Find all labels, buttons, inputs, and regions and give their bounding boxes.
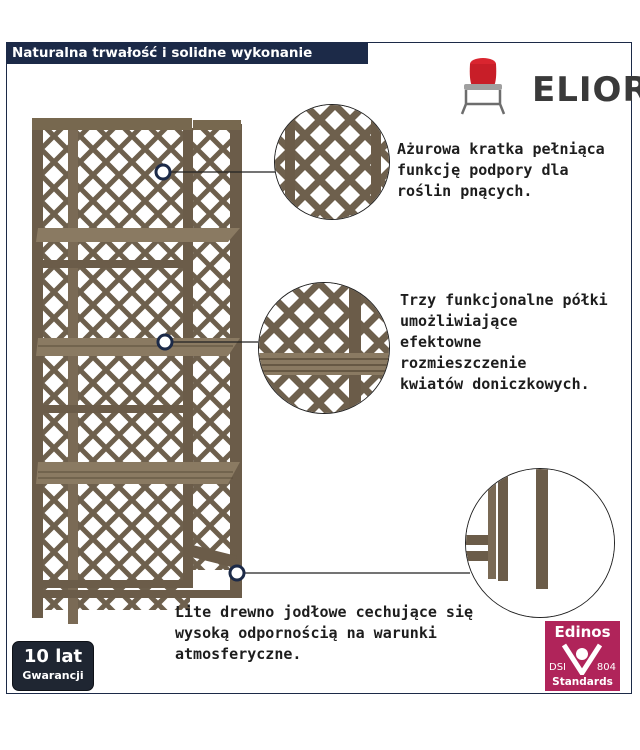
edinos-standards-badge: Edinos DSI 804 Standards — [545, 621, 620, 691]
feature-lattice-text: Ażurowa kratka pełniąca funkcję podpory … — [397, 140, 605, 200]
zoom-lattice — [274, 104, 390, 220]
zoom-wood — [465, 468, 615, 618]
chair-icon — [460, 58, 506, 115]
brand-logo: ELIOR — [532, 70, 640, 110]
feature-shelves-text: Trzy funkcjonalne półki umożliwiające ef… — [400, 291, 608, 393]
checkmark-icon — [562, 643, 602, 675]
page-title: Naturalna trwałość i solidne wykonanie — [6, 42, 368, 64]
plant-stand-image — [32, 118, 242, 624]
warranty-badge: 10 lat Gwarancji — [12, 641, 94, 691]
edinos-number: 804 — [596, 662, 616, 673]
edinos-brand: Edinos — [554, 623, 611, 641]
warranty-label: Gwarancji — [22, 669, 84, 682]
feature-wood-text: Lite drewno jodłowe cechujące się wysoką… — [175, 603, 474, 663]
edinos-standards: Standards — [552, 676, 613, 688]
zoom-shelf — [258, 282, 390, 414]
edinos-dsi: DSI — [549, 662, 566, 673]
warranty-years: 10 lat — [23, 646, 83, 667]
